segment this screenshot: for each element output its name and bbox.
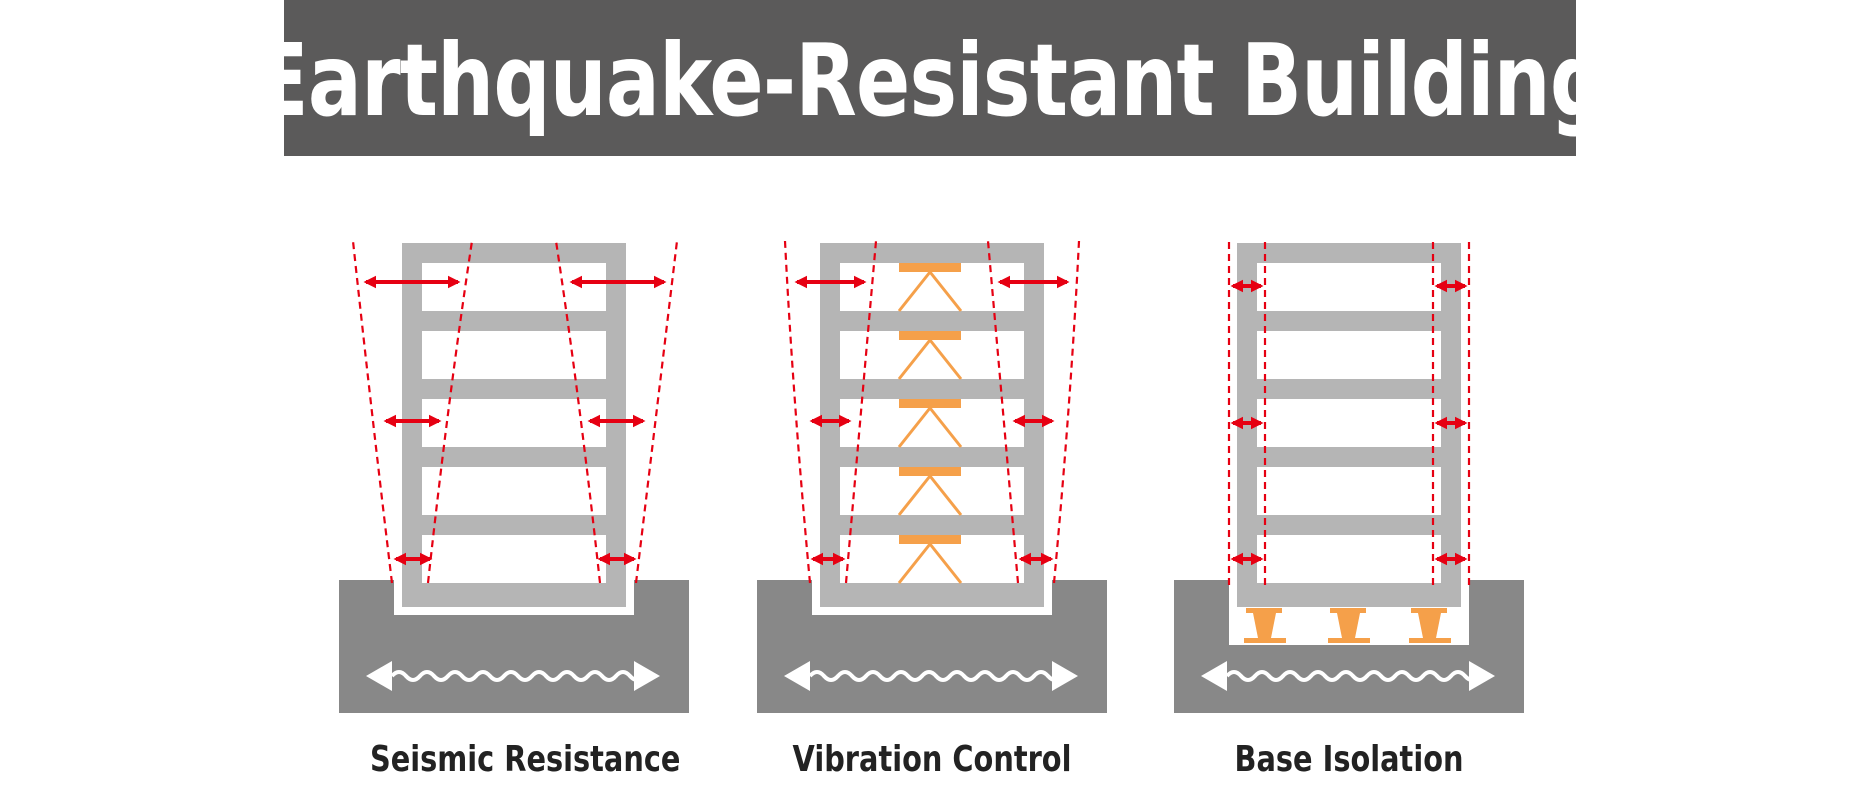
ground-motion-arrow — [784, 661, 1078, 691]
displacement-arrows — [363, 275, 667, 566]
building-frame — [402, 243, 626, 607]
displacement-arrows — [1230, 279, 1468, 566]
deformation-lines — [351, 240, 679, 584]
damper-braces — [897, 263, 963, 584]
page-title: Earthquake-Resistant Building — [253, 22, 1607, 139]
isolator-bearings — [1244, 608, 1451, 643]
caption-base-isolation: Base Isolation — [1234, 739, 1464, 780]
displacement-arrows — [794, 275, 1070, 566]
ground-motion-arrow — [1201, 661, 1495, 691]
deformation-lines — [1227, 241, 1471, 585]
panel-seismic-resistance — [339, 240, 689, 713]
panel-vibration-control — [757, 240, 1107, 713]
building-frame — [820, 243, 1044, 607]
caption-seismic-resistance: Seismic Resistance — [370, 739, 681, 780]
deformation-lines — [783, 240, 1081, 584]
title-banner: Earthquake-Resistant Building — [254, 0, 1607, 156]
building-frame — [1237, 243, 1461, 607]
caption-vibration-control: Vibration Control — [792, 739, 1072, 780]
panel-base-isolation — [1174, 241, 1524, 713]
ground-motion-arrow — [366, 661, 660, 691]
